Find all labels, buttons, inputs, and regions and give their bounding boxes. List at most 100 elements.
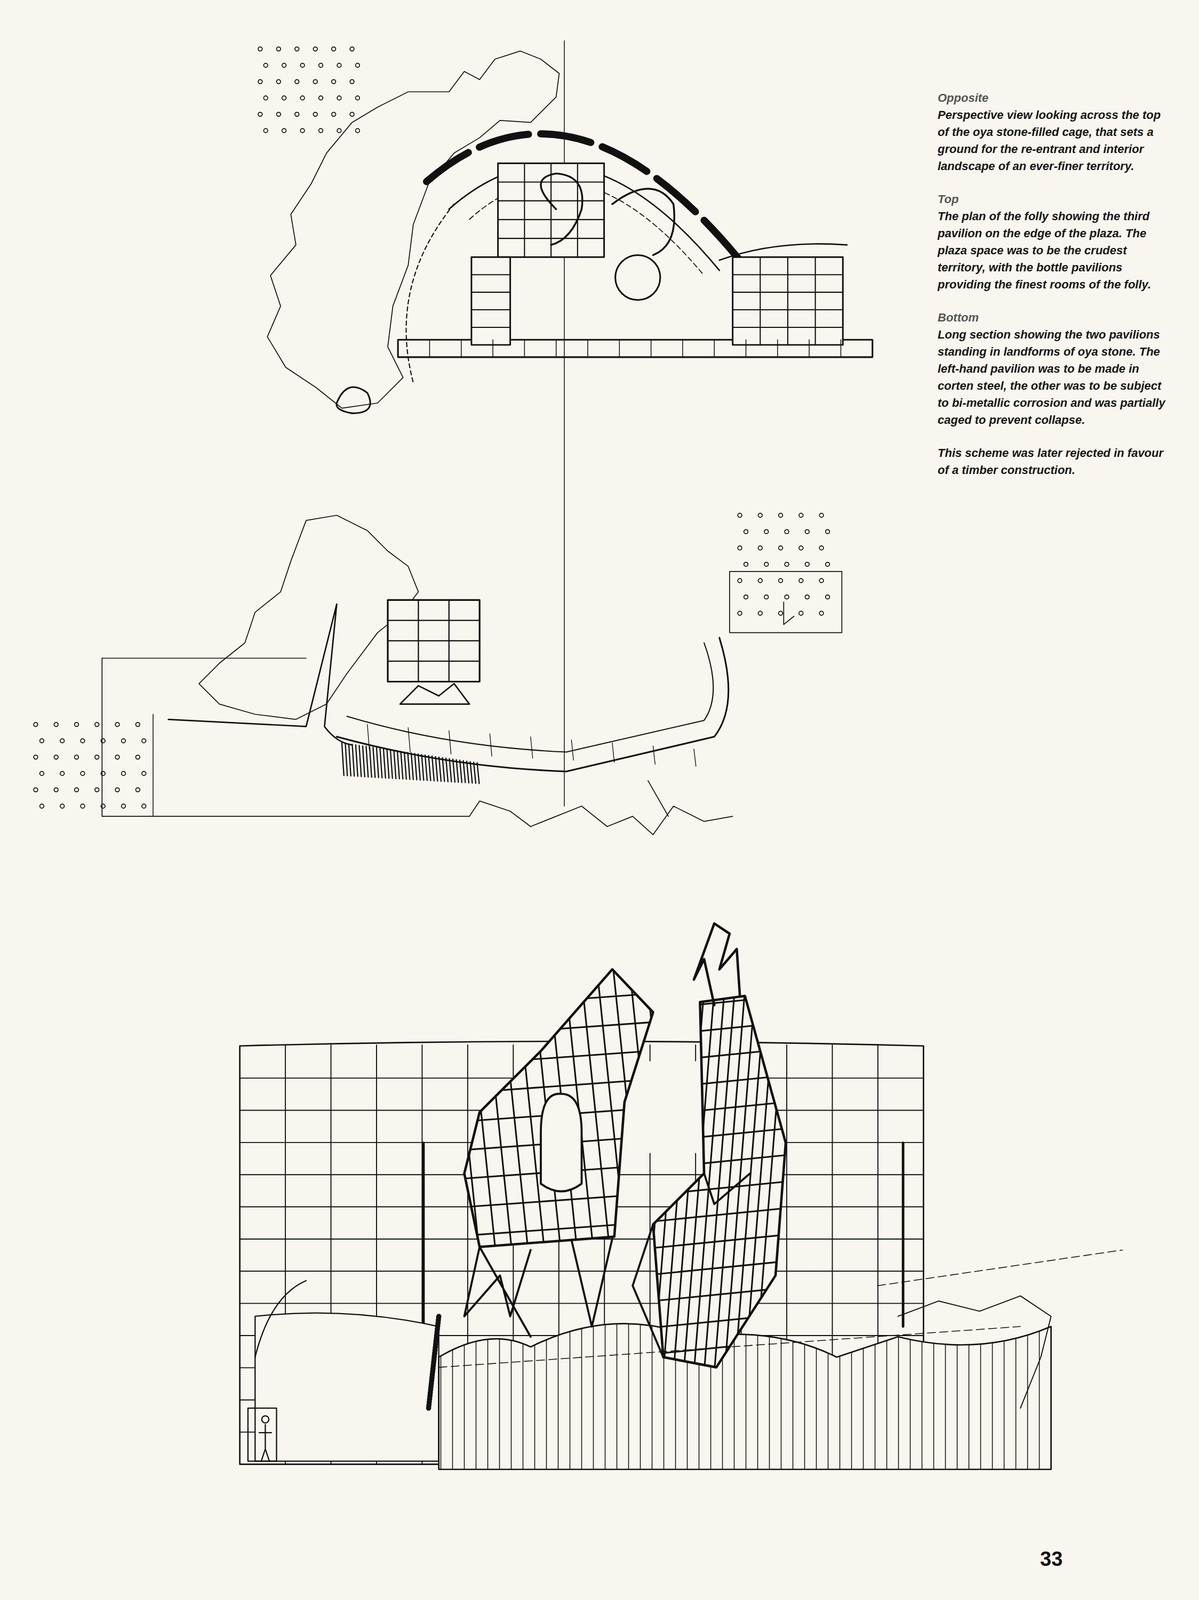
tree-dot xyxy=(331,79,337,84)
tree-dot xyxy=(40,804,45,809)
tree-dot xyxy=(355,63,361,68)
tree-dot xyxy=(784,529,789,534)
plaza-joint xyxy=(555,339,557,358)
band-joint xyxy=(449,730,452,755)
tree-dot xyxy=(349,46,355,52)
band-joint xyxy=(571,740,574,761)
tree-dot xyxy=(758,578,763,583)
tree-dot xyxy=(349,79,355,84)
tree-dot xyxy=(263,63,268,68)
tree-dot xyxy=(300,63,305,68)
tree-dot xyxy=(80,771,85,777)
tree-dot xyxy=(784,562,789,567)
plaza-joint xyxy=(492,339,494,358)
tree-dot xyxy=(141,739,147,744)
band-joint xyxy=(693,749,697,767)
arc-line xyxy=(254,1281,307,1358)
tree-dot xyxy=(819,578,824,583)
band-joint xyxy=(652,746,655,765)
tree-dot xyxy=(798,513,804,518)
tree-dot xyxy=(135,788,140,793)
pavilion-grid xyxy=(498,163,605,258)
tree-dot xyxy=(74,788,79,793)
vegetation xyxy=(428,1316,439,1409)
plaza-joint xyxy=(429,339,431,358)
tree-dots xyxy=(737,513,830,616)
tree-dot xyxy=(100,739,106,744)
plaza-joint xyxy=(619,339,621,358)
spiral-wall xyxy=(612,188,675,255)
tree-dot xyxy=(40,771,45,777)
tree-dot xyxy=(805,562,810,567)
tree-dot xyxy=(758,546,763,551)
tree-dot xyxy=(33,788,38,793)
human-figure xyxy=(259,1425,272,1462)
landform-outline xyxy=(198,515,419,721)
tree-dot xyxy=(331,112,337,117)
band-joint xyxy=(612,742,615,763)
tree-dot xyxy=(318,128,324,133)
caption-body: Perspective view looking across the top … xyxy=(937,106,1173,175)
band-joint xyxy=(408,728,411,753)
tree-dot xyxy=(798,578,804,583)
tree-dot xyxy=(276,112,281,117)
tree-dot xyxy=(141,804,147,809)
bottle-pavilion xyxy=(615,254,661,300)
caption-column: OppositePerspective view looking across … xyxy=(937,89,1173,479)
tree-dots xyxy=(33,722,146,809)
tree-dot xyxy=(53,722,59,727)
tree-dot xyxy=(337,63,342,68)
tree-dot xyxy=(798,546,804,551)
middle-plan xyxy=(33,513,842,836)
tree-dot xyxy=(737,611,742,616)
pavilion-legs xyxy=(464,1239,613,1338)
tree-dot xyxy=(115,788,120,793)
door xyxy=(248,1408,277,1462)
tree-dot xyxy=(805,595,810,600)
tree-dot xyxy=(276,79,281,84)
tree-dot xyxy=(313,112,318,117)
arrow-mark xyxy=(783,602,794,625)
small-loop xyxy=(336,387,371,414)
tree-dot xyxy=(263,128,268,133)
tree-dot xyxy=(94,722,100,727)
oya-landform xyxy=(438,1324,1052,1470)
tree-dot xyxy=(60,771,65,777)
plaza-joint xyxy=(650,339,652,358)
tree-dot xyxy=(744,595,749,600)
tree-dot xyxy=(294,79,300,84)
plaza-joint xyxy=(777,339,779,358)
tree-dot xyxy=(60,739,65,744)
tree-dot xyxy=(758,513,763,518)
tree-dot xyxy=(825,595,830,600)
tree-dot xyxy=(258,46,263,52)
tree-dot xyxy=(74,755,79,760)
band-joint xyxy=(367,724,370,751)
plaza-joint xyxy=(840,339,842,358)
tree-dot xyxy=(141,771,147,777)
band-joint xyxy=(530,737,533,759)
human-figure xyxy=(261,1416,269,1424)
tree-dot xyxy=(825,529,830,534)
plaza-joint xyxy=(524,339,526,358)
vegetation xyxy=(341,742,480,784)
dashed-line xyxy=(438,1327,1021,1369)
dashed-edge xyxy=(406,204,455,383)
top-plan xyxy=(258,41,873,807)
tree-dot xyxy=(40,739,45,744)
tree-dot xyxy=(778,546,783,551)
plaza-joint xyxy=(808,339,810,358)
tree-dots xyxy=(258,46,360,133)
tree-dot xyxy=(258,112,263,117)
caption-body: Long section showing the two pavilions s… xyxy=(937,326,1173,429)
tree-dot xyxy=(764,595,769,600)
pavilion-grid xyxy=(732,257,844,346)
tree-dot xyxy=(737,546,742,551)
tree-dot xyxy=(778,578,783,583)
tree-dot xyxy=(282,96,287,101)
band-joint xyxy=(489,733,492,757)
tree-dot xyxy=(135,722,140,727)
caption-heading: Bottom xyxy=(937,309,1173,327)
tree-dot xyxy=(100,771,106,777)
tree-dot xyxy=(294,112,300,117)
